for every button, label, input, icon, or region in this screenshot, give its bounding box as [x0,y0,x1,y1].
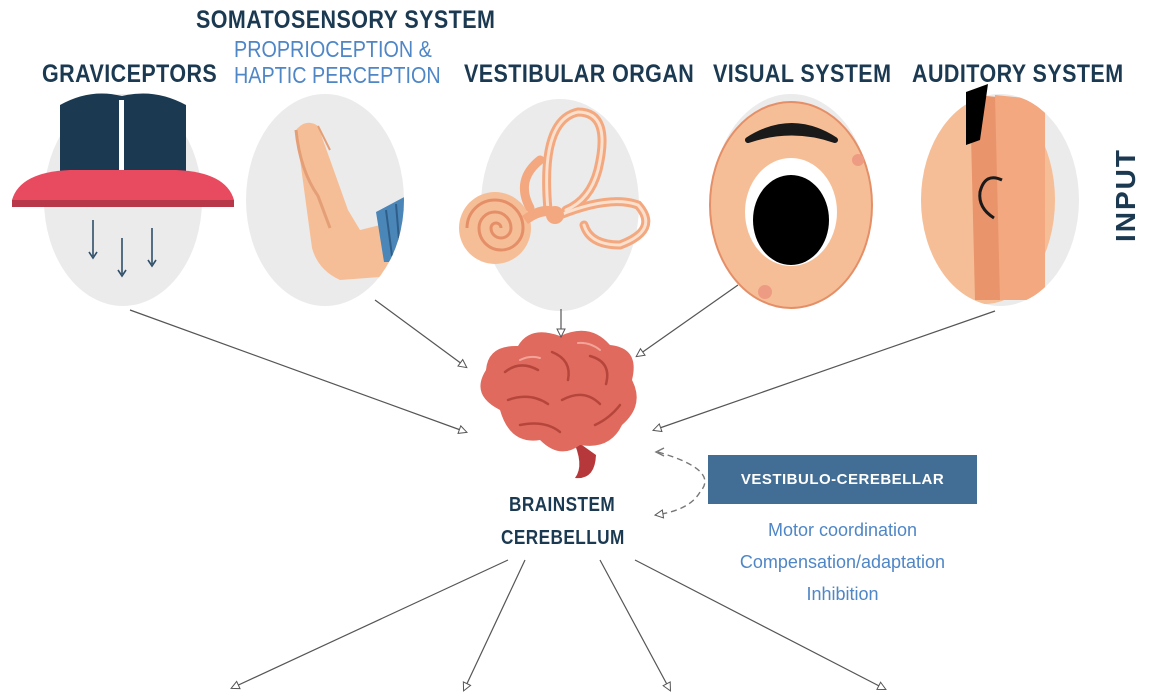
label-haptic-perception: HAPTIC PERCEPTION [234,62,441,89]
input-text: INPUT [1110,148,1142,242]
feedback-loop-arrow [656,452,705,515]
eye-icon [710,94,872,308]
output-arrow-1 [232,560,508,688]
brain-icon [480,331,636,478]
function-compensation-adaptation: Compensation/adaptation [700,552,985,573]
function-motor-coordination: Motor coordination [700,520,985,541]
inner-ear-icon [459,99,646,311]
vestibulo-cerebellar-label: VESTIBULO-CEREBELLAR [741,471,944,488]
arrow-graviceptors-to-brain [130,310,466,432]
ear-icon [915,84,1079,306]
vestibulo-cerebellar-box: VESTIBULO-CEREBELLAR [708,455,977,504]
book-icon [12,93,234,306]
label-proprioception: PROPRIOCEPTION & [234,36,432,63]
label-input: INPUT [1106,150,1146,240]
label-auditory-system: AUDITORY SYSTEM [912,60,1124,89]
arrow-somatosensory-to-brain [375,300,466,367]
hand-icon [246,94,408,306]
function-inhibition: Inhibition [700,584,985,605]
label-vestibular-organ: VESTIBULAR ORGAN [464,60,694,89]
output-arrow-2 [464,560,525,690]
arrow-auditory-to-brain [654,311,995,430]
label-graviceptors: GRAVICEPTORS [42,60,217,89]
label-brainstem: BRAINSTEM [509,494,615,517]
output-arrow-3 [600,560,670,690]
label-visual-system: VISUAL SYSTEM [713,60,891,89]
label-cerebellum: CEREBELLUM [501,527,625,550]
output-arrow-4 [635,560,885,689]
output-arrows [232,560,885,690]
label-somatosensory-system: SOMATOSENSORY SYSTEM [196,6,495,35]
arrow-visual-to-brain [637,285,738,356]
